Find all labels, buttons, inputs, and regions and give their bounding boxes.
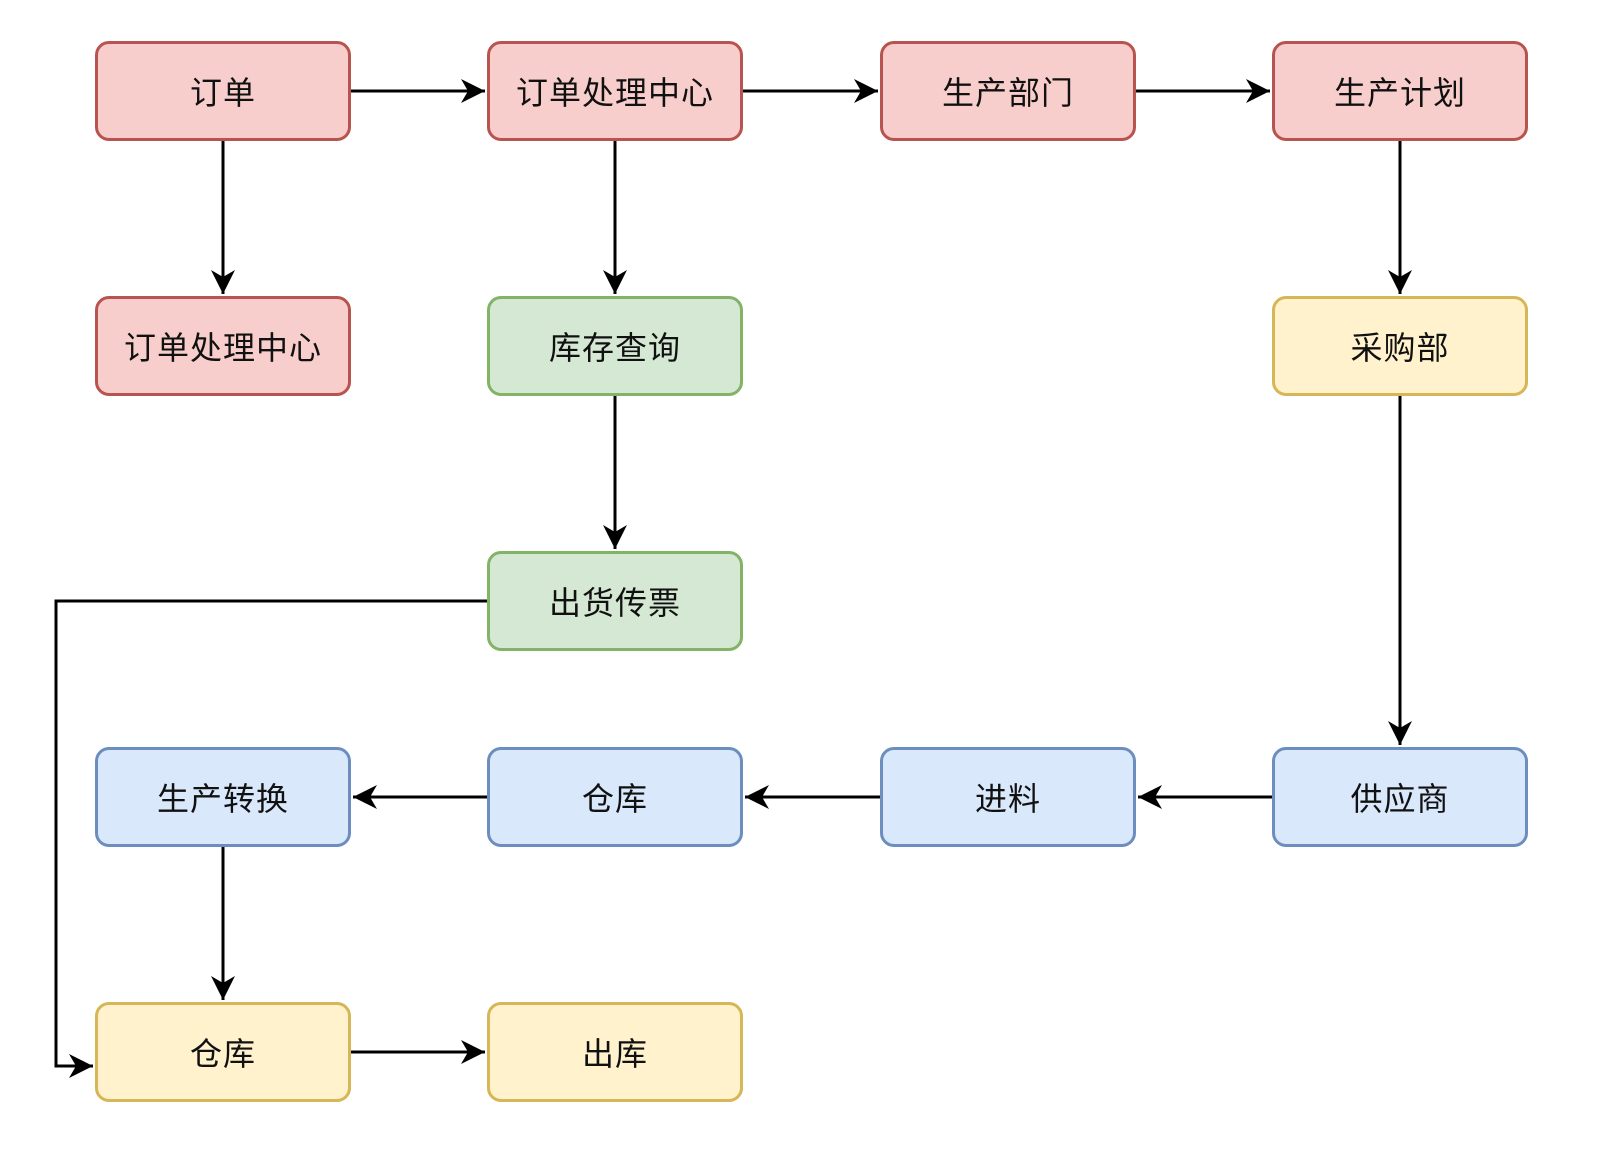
node-order-label: 订单 <box>189 74 256 112</box>
node-purchasing[interactable]: 采购部 <box>1272 296 1528 396</box>
node-warehouse-1-label: 仓库 <box>581 780 648 818</box>
node-inventory-query[interactable]: 库存查询 <box>487 296 743 396</box>
node-incoming-material-label: 进料 <box>974 780 1041 818</box>
node-outbound-label: 出库 <box>581 1035 648 1073</box>
node-order-center-2[interactable]: 订单处理中心 <box>95 296 351 396</box>
node-shipping-ticket-label: 出货传票 <box>548 584 681 622</box>
node-incoming-material[interactable]: 进料 <box>880 747 1136 847</box>
node-production-dept-label: 生产部门 <box>941 74 1074 112</box>
node-order[interactable]: 订单 <box>95 41 351 141</box>
node-warehouse-1[interactable]: 仓库 <box>487 747 743 847</box>
node-order-center[interactable]: 订单处理中心 <box>487 41 743 141</box>
node-shipping-ticket[interactable]: 出货传票 <box>487 551 743 651</box>
node-supplier[interactable]: 供应商 <box>1272 747 1528 847</box>
node-purchasing-label: 采购部 <box>1350 329 1450 367</box>
edge-shipping-ticket-to-warehouse-2 <box>54 599 487 1078</box>
node-supplier-label: 供应商 <box>1350 780 1450 818</box>
node-production-plan[interactable]: 生产计划 <box>1272 41 1528 141</box>
node-warehouse-2-label: 仓库 <box>189 1035 256 1073</box>
node-order-center-2-label: 订单处理中心 <box>123 329 322 367</box>
node-warehouse-2[interactable]: 仓库 <box>95 1002 351 1102</box>
node-production-convert[interactable]: 生产转换 <box>95 747 351 847</box>
node-outbound[interactable]: 出库 <box>487 1002 743 1102</box>
node-production-plan-label: 生产计划 <box>1333 74 1466 112</box>
node-production-dept[interactable]: 生产部门 <box>880 41 1136 141</box>
node-inventory-query-label: 库存查询 <box>548 329 681 367</box>
node-order-center-label: 订单处理中心 <box>515 74 714 112</box>
node-production-convert-label: 生产转换 <box>156 780 289 818</box>
